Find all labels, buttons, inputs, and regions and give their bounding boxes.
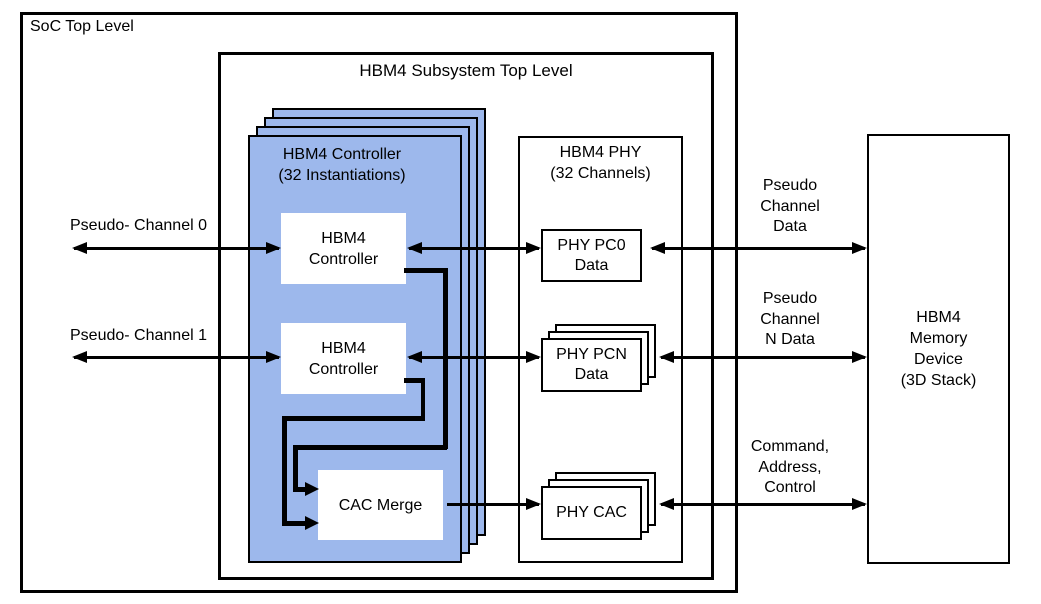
- phy-title-line2: (32 Channels): [550, 165, 651, 182]
- label-pcd-line3: Data: [773, 218, 807, 235]
- phy-pc0-line1: PHY PC0: [557, 236, 626, 254]
- label-pseudo-channel-n-data: Pseudo Channel N Data: [715, 289, 865, 351]
- route-pc1-vertical: [420, 378, 425, 421]
- arrow-pseudo-channel-1: [72, 351, 281, 364]
- phy-cac-label: PHY CAC: [556, 504, 627, 521]
- controller-pc1-line2: Controller: [308, 360, 379, 378]
- arrow-phy-pcn-memory: [659, 351, 867, 364]
- subsystem-label: HBM4 Subsystem Top Level: [359, 61, 573, 80]
- route-pc1-into-cac-shaft: [282, 521, 307, 526]
- controller-stack-title: HBM4 Controller (32 Instantiations): [250, 144, 434, 186]
- phy-pc0-line2: Data: [574, 256, 609, 274]
- controller-pc0-line1: HBM4: [321, 229, 366, 247]
- phy-pcn-box: PHY PCN Data: [541, 338, 642, 392]
- route-pc1-horizontal: [282, 416, 425, 421]
- label-pcnd-line2: Channel: [760, 310, 820, 328]
- cac-merge-label: CAC Merge: [338, 496, 423, 514]
- memory-line4: (3D Stack): [900, 372, 977, 389]
- phy-cac-box: PHY CAC: [541, 486, 642, 540]
- label-cac-line1: Command,: [750, 438, 830, 455]
- label-pseudo-channel-0: Pseudo- Channel 0: [70, 217, 207, 234]
- phy-title: HBM4 PHY (32 Channels): [518, 142, 683, 184]
- arrow-cac-merge-phy-cac: [445, 498, 541, 511]
- phy-pcn-line1: PHY PCN: [556, 346, 627, 363]
- route-pc1-stub: [404, 378, 425, 383]
- route-pc0-drop: [293, 445, 298, 491]
- memory-line2: Memory: [909, 330, 968, 347]
- label-pseudo-channel-1: Pseudo- Channel 1: [70, 327, 207, 344]
- label-pseudo-channel-data: Pseudo Channel Data: [715, 176, 865, 238]
- controller-stack-title-line1: HBM4 Controller: [282, 146, 402, 163]
- memory-device-box: HBM4 Memory Device (3D Stack): [867, 134, 1010, 564]
- phy-pcn-line2: Data: [574, 366, 609, 383]
- route-pc0-stub: [404, 268, 447, 273]
- label-pcnd-line3: N Data: [765, 331, 815, 348]
- arrow-controller1-phy-pcn: [407, 351, 541, 364]
- memory-line1: HBM4: [916, 309, 961, 326]
- arrow-phy-cac-memory: [659, 498, 867, 511]
- memory-line3: Device: [914, 351, 963, 368]
- label-command-address-control: Command, Address, Control: [715, 437, 865, 499]
- label-pcnd-line1: Pseudo: [762, 290, 818, 307]
- hbm4-controller-pc0-box: HBM4 Controller: [281, 213, 406, 284]
- controller-pc0-line2: Controller: [308, 250, 379, 268]
- label-cac-line3: Control: [764, 479, 816, 496]
- route-pc1-drop: [282, 416, 287, 526]
- phy-title-line1: HBM4 PHY: [559, 144, 642, 161]
- cac-merge-box: CAC Merge: [318, 470, 443, 540]
- route-pc0-into-cac-arrowhead: [305, 482, 319, 496]
- soc-top-level-label: SoC Top Level: [30, 18, 134, 35]
- route-pc0-into-cac-shaft: [293, 487, 307, 492]
- arrow-pseudo-channel-0: [72, 242, 281, 255]
- route-pc0-horizontal: [293, 445, 447, 450]
- arrow-controller0-phy-pc0: [407, 242, 541, 255]
- phy-pc0-box: PHY PC0 Data: [541, 229, 642, 282]
- label-pcd-line1: Pseudo: [762, 177, 818, 194]
- controller-pc1-line1: HBM4: [321, 339, 366, 357]
- hbm4-controller-pc1-box: HBM4 Controller: [281, 323, 406, 394]
- label-cac-line2: Address,: [758, 458, 822, 476]
- route-pc1-into-cac-arrowhead: [305, 516, 319, 530]
- arrow-phy-pc0-memory: [650, 242, 867, 255]
- label-pcd-line2: Channel: [760, 197, 820, 215]
- controller-stack-title-line2: (32 Instantiations): [278, 167, 406, 184]
